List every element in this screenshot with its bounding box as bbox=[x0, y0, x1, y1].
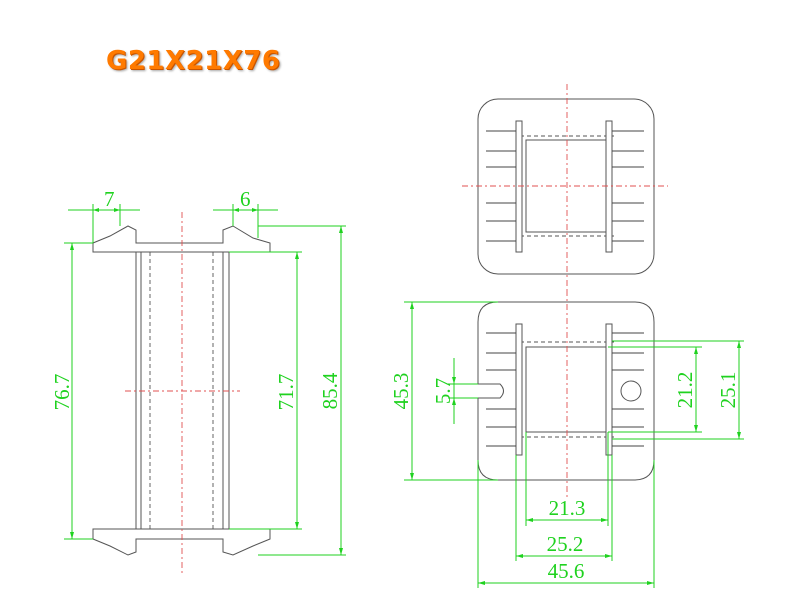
top-left-pins bbox=[486, 130, 516, 242]
bottom-left-rail bbox=[515, 323, 523, 456]
bottom-pin1-marker bbox=[620, 380, 642, 402]
dim-side-85-4: 85.4 bbox=[318, 372, 342, 409]
top-right-pins bbox=[612, 130, 644, 242]
bottom-view: 45.3 5.7 21.2 25.1 21.3 2 bbox=[389, 290, 744, 588]
side-right-wall bbox=[222, 251, 230, 530]
top-view bbox=[462, 84, 668, 290]
part-title: G21X21X76 bbox=[106, 46, 281, 76]
bottom-right-pins bbox=[612, 332, 644, 447]
bottom-left-pins bbox=[486, 332, 516, 447]
dim-bottom-45-6: 45.6 bbox=[548, 559, 585, 583]
dim-bottom-45-3: 45.3 bbox=[389, 373, 413, 410]
side-top-flange bbox=[92, 225, 271, 253]
side-left-wall bbox=[135, 251, 142, 530]
dim-bottom-5-7: 5.7 bbox=[431, 378, 455, 404]
dim-bottom-25-2: 25.2 bbox=[547, 532, 584, 556]
dim-side-6: 6 bbox=[240, 187, 251, 211]
dim-bottom-25-1: 25.1 bbox=[716, 372, 740, 409]
dim-bottom-21-3: 21.3 bbox=[549, 496, 586, 520]
dim-side-7: 7 bbox=[104, 187, 115, 211]
side-bottom-flange bbox=[92, 528, 271, 556]
side-view: 7 6 76.7 71.7 85.4 bbox=[50, 187, 346, 574]
dim-side-76-7: 76.7 bbox=[50, 374, 74, 411]
top-left-rail bbox=[515, 120, 523, 253]
top-right-rail bbox=[605, 120, 613, 253]
dim-bottom-21-2: 21.2 bbox=[673, 372, 697, 409]
dim-side-71-7: 71.7 bbox=[274, 374, 298, 411]
bottom-right-rail bbox=[605, 323, 613, 456]
